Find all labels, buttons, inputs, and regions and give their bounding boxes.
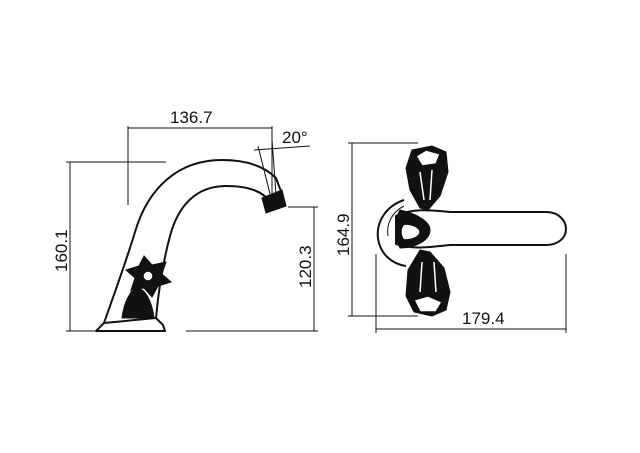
top-depth-label: 164.9 [334,213,353,256]
top-length-label: 179.4 [462,309,505,328]
top-base-inner [387,205,405,237]
top-handle-lower-flute-1 [419,261,423,293]
top-handle-upper-flute-1 [419,171,425,201]
spout-tip [261,189,287,214]
side-view: 136.7 20° 160.1 120.3 [52,108,318,332]
top-handle-lower-flute-2 [433,261,437,293]
overall-height-label: 160.1 [52,229,71,272]
spout-reach-label: 136.7 [170,108,213,127]
top-lever-arm [395,209,567,249]
top-view: 164.9 179.4 [334,142,567,333]
angle-leader-line-2 [253,145,311,151]
top-hub-highlight [400,223,421,241]
spout-angle-label: 20° [282,128,308,147]
spout-height-label: 120.3 [296,245,315,288]
top-handle-upper-cap [415,149,441,167]
angle-leader-line-3 [271,139,277,195]
top-handle-upper-flute-2 [429,169,433,201]
angle-leader-line-1 [257,145,271,195]
top-handle-lower-cap [412,295,444,313]
handle-knob-center [142,270,154,282]
